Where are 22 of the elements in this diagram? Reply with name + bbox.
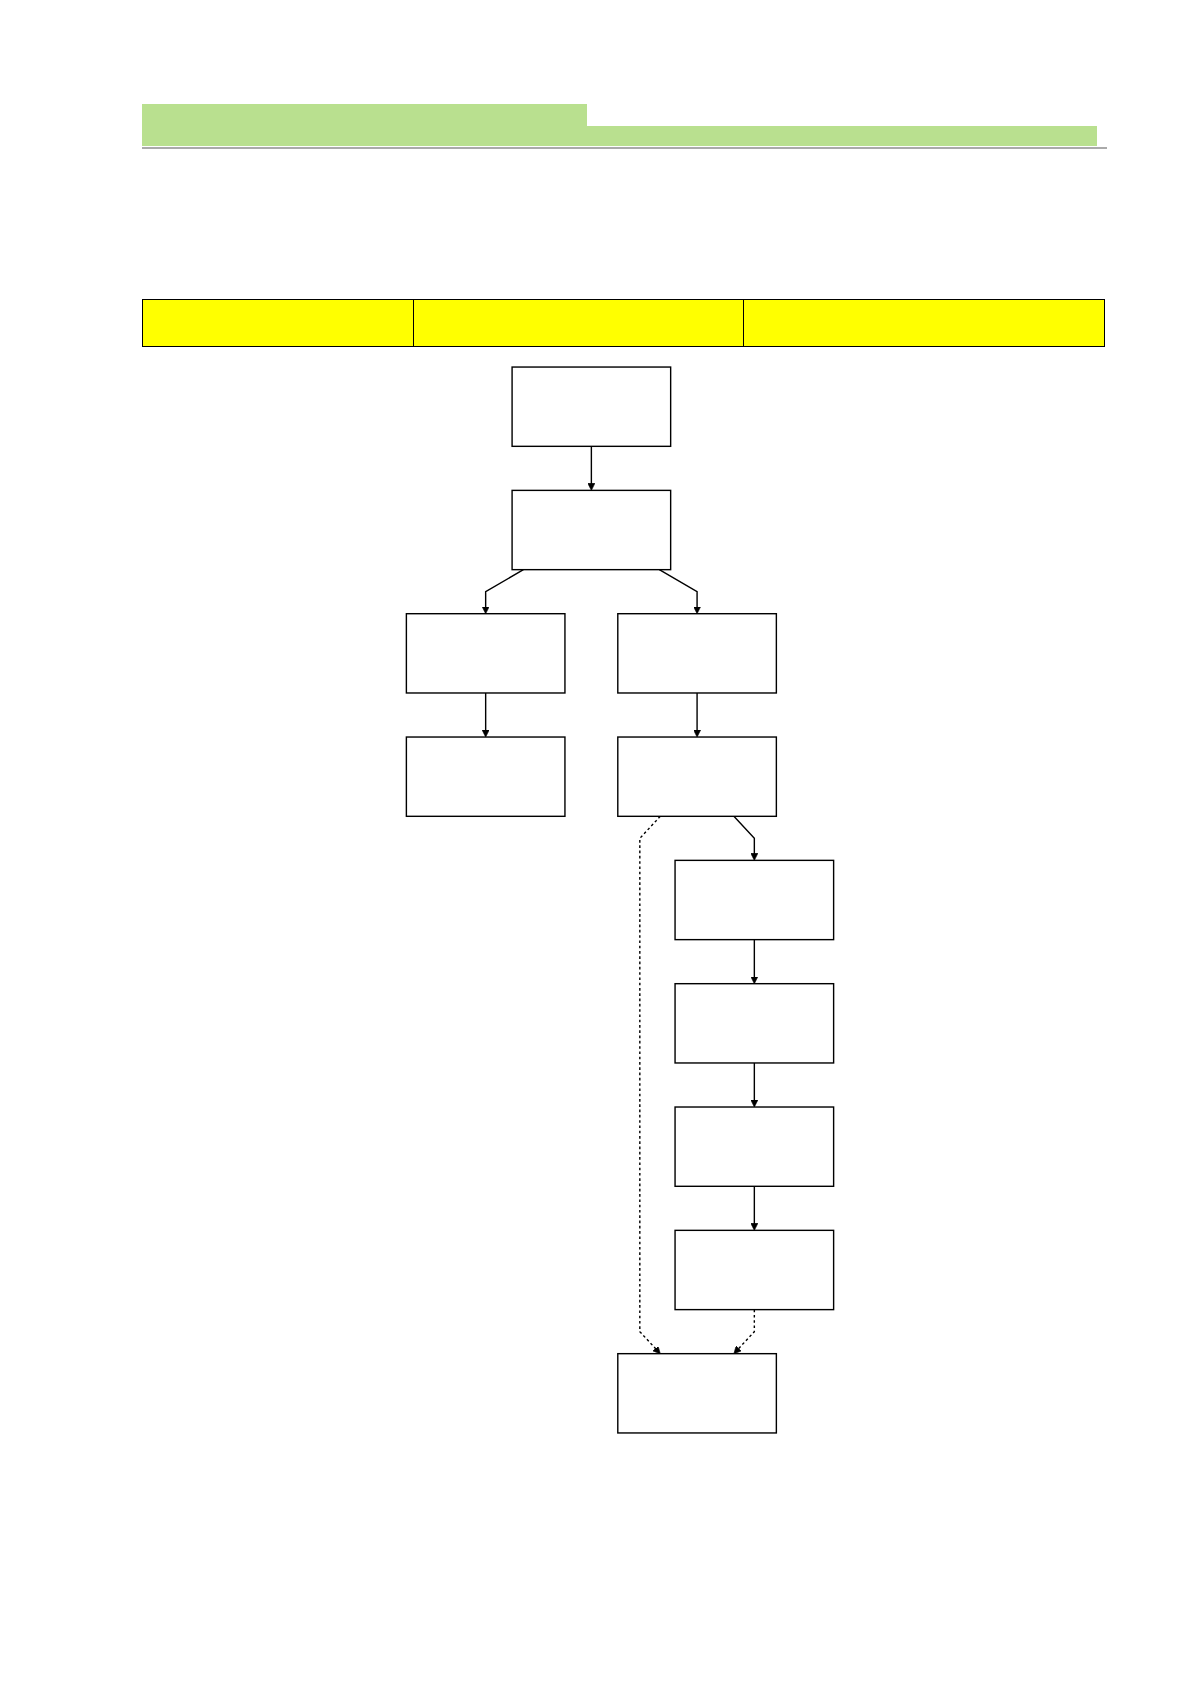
arrow xyxy=(658,568,701,615)
node-box xyxy=(617,613,778,694)
arrow xyxy=(750,938,759,985)
node-box xyxy=(405,613,566,694)
node-box xyxy=(674,1229,835,1311)
node-box xyxy=(511,489,672,571)
node-box xyxy=(617,1352,778,1434)
arrow xyxy=(750,1185,759,1231)
node-box xyxy=(674,1106,835,1187)
arrow xyxy=(733,815,759,861)
arrow xyxy=(693,692,701,738)
arrow xyxy=(481,692,490,738)
arrow xyxy=(733,1308,756,1354)
node-box xyxy=(511,366,672,448)
node-box xyxy=(674,859,835,941)
node-box xyxy=(617,736,778,817)
node-box xyxy=(405,736,566,817)
node-box xyxy=(674,983,835,1064)
arrow xyxy=(639,815,661,1354)
arrow xyxy=(750,1062,759,1108)
arrow xyxy=(587,445,596,491)
arrow xyxy=(481,568,525,615)
